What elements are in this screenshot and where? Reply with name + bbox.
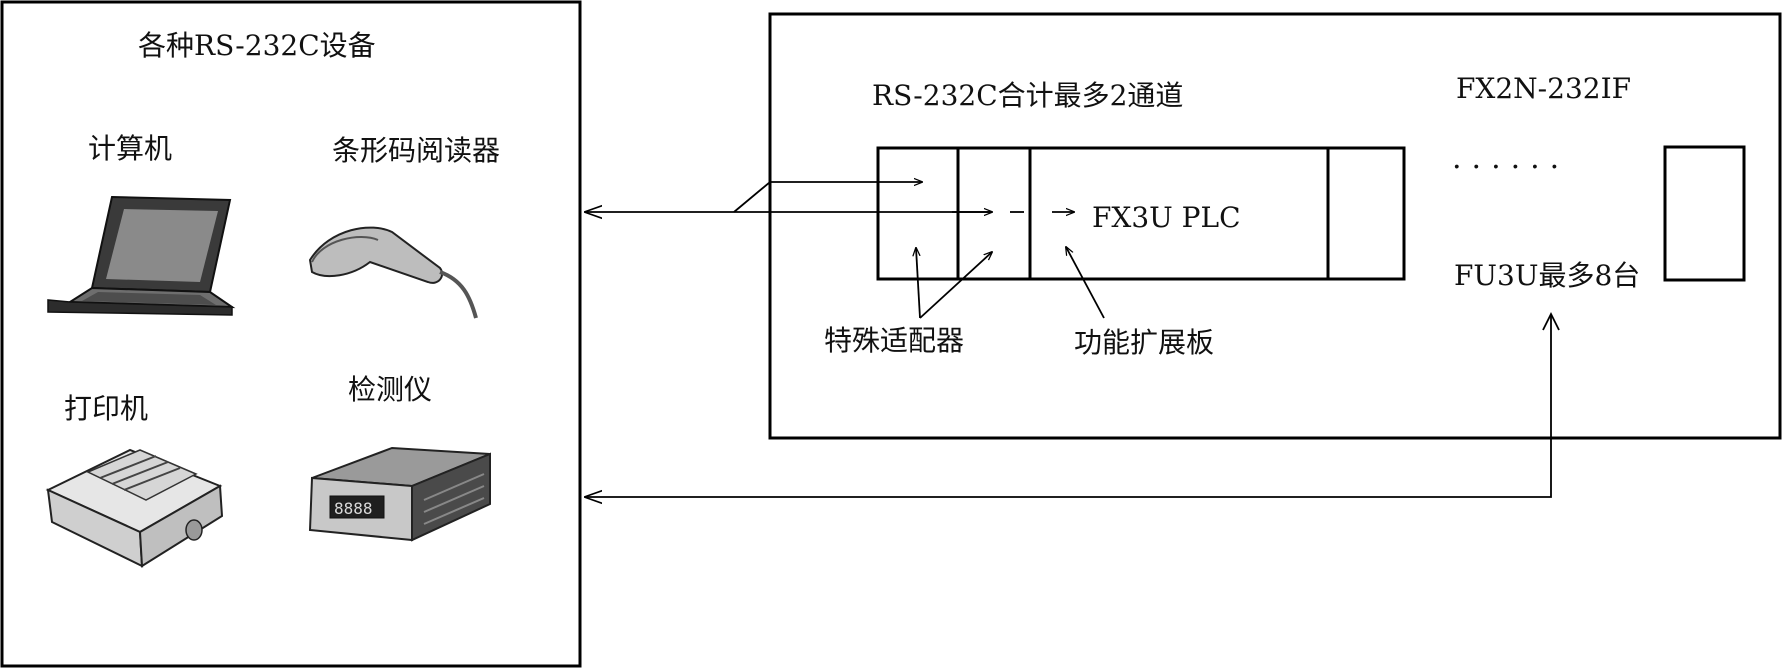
barcode-reader-label: 条形码阅读器 xyxy=(332,134,500,167)
printer-icon xyxy=(45,448,224,568)
adapter-label: 特殊适配器 xyxy=(824,324,964,357)
top-link-branch-upper xyxy=(733,182,922,213)
adapter-pointer-1 xyxy=(916,248,921,319)
max-units-note: FU3U最多8台 xyxy=(1454,259,1640,292)
bottom-link-arrow xyxy=(586,318,1552,497)
printer-label: 打印机 xyxy=(64,392,148,425)
computer-label: 计算机 xyxy=(88,132,172,165)
devices-panel-title: 各种RS-232C设备 xyxy=(138,29,376,62)
ellipsis: ...... xyxy=(1452,141,1569,176)
module-name: FX2N-232IF xyxy=(1456,72,1631,105)
expansion-module-box xyxy=(1663,145,1746,282)
meter-label: 检测仪 xyxy=(348,373,432,406)
laptop-icon xyxy=(47,195,236,316)
plc-name: FX3U PLC xyxy=(1092,201,1241,234)
channel-note: RS-232C合计最多2通道 xyxy=(872,79,1183,112)
devices-panel xyxy=(0,0,582,668)
board-label: 功能扩展板 xyxy=(1074,326,1214,359)
board-pointer xyxy=(1066,247,1105,319)
adapter-pointer-2 xyxy=(919,252,992,319)
plc-panel xyxy=(768,12,1782,440)
plc-unit-outline xyxy=(876,146,1406,281)
max-units-pointer xyxy=(1542,311,1560,331)
barcode-reader-icon xyxy=(308,226,478,319)
meter-icon: 8888 xyxy=(308,446,491,542)
meter-display: 8888 xyxy=(334,499,373,518)
